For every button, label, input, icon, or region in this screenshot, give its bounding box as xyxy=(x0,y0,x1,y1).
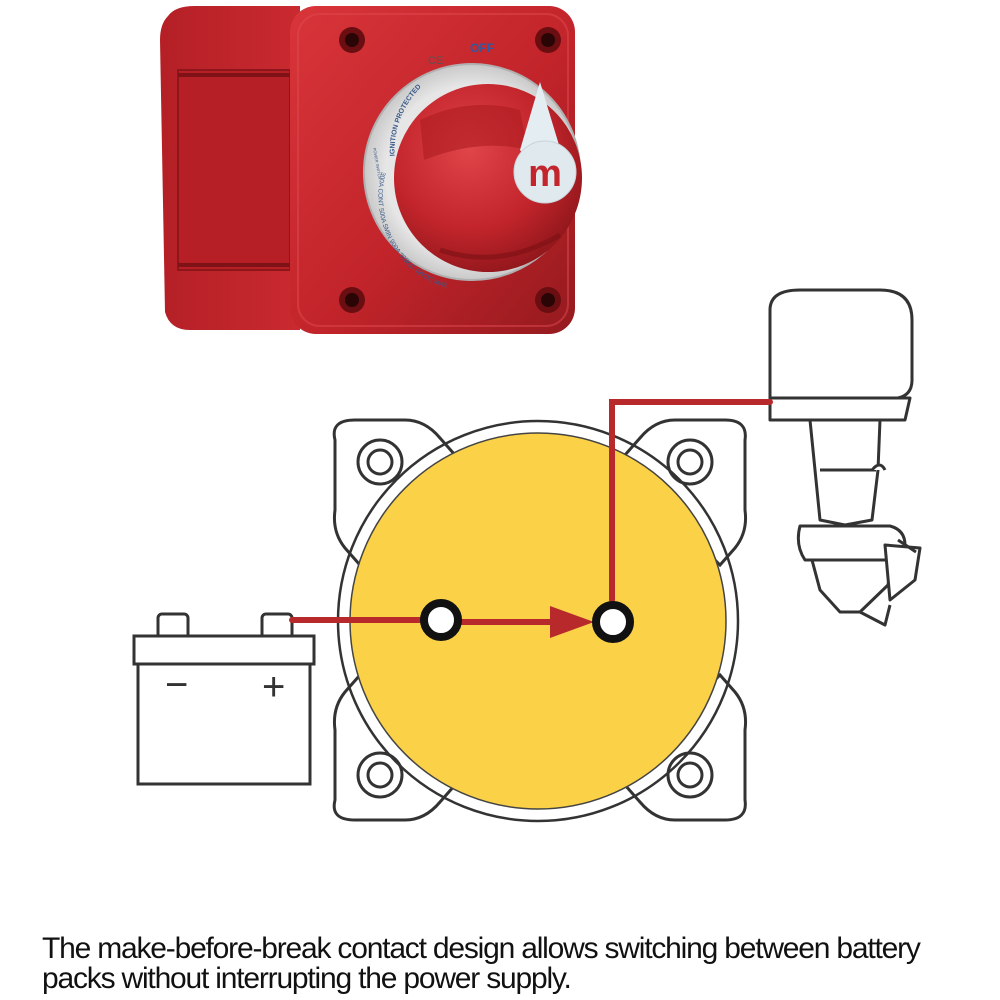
battery-icon xyxy=(132,612,316,786)
knob-logo: m xyxy=(528,153,562,195)
switch-side-panel xyxy=(177,69,291,271)
battery-switch-photo: OFF CE IGNITION PROTECTED POWER SWITCH 3… xyxy=(160,6,582,334)
output-terminal xyxy=(592,601,634,643)
mounting-holes xyxy=(356,438,714,799)
caption-text: The make-before-break contact design all… xyxy=(42,932,921,995)
outboard-motor-icon xyxy=(768,288,922,627)
battery-negative-symbol: − xyxy=(165,663,188,707)
wiring-diagram: − + xyxy=(132,288,922,823)
current-arrow xyxy=(550,606,594,638)
screw-holes xyxy=(339,27,561,313)
ring-text-side: POWER SWITCH xyxy=(372,147,382,179)
knob-logo-badge xyxy=(513,140,577,204)
input-terminal xyxy=(420,599,462,641)
ce-mark: CE xyxy=(428,55,443,67)
off-label: OFF xyxy=(470,41,494,55)
battery-positive-symbol: + xyxy=(262,665,285,709)
knob-pointer xyxy=(520,82,560,154)
